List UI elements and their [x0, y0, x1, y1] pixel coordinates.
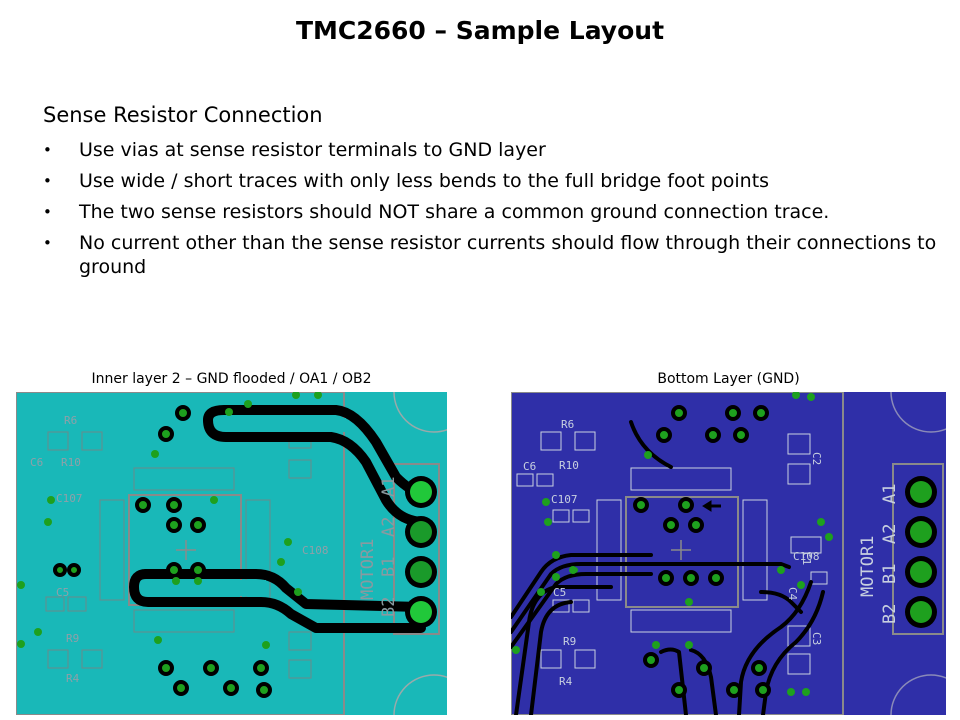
silk-pin-label: B1	[379, 557, 399, 577]
silk-ref: C107	[56, 492, 83, 505]
silk-ref: C108	[302, 544, 329, 557]
silk-pin-label: A2	[880, 524, 900, 544]
bullet-text: Use wide / short traces with only less b…	[79, 170, 770, 192]
bullet-text: Use vias at sense resistor terminals to …	[79, 139, 546, 161]
silk-ref: R10	[559, 459, 579, 472]
silk-ref: C107	[551, 493, 578, 506]
silk-ref: C1	[800, 552, 813, 565]
silk-motor-label: MOTOR1	[358, 539, 378, 600]
bullet-item: • No current other than the sense resisto…	[43, 231, 943, 279]
bottom-layer-pcb-image: R6 R10 C6 C107 C5 R9 R4 C2 C3 C108 C4 C1…	[511, 392, 946, 715]
silk-ref: R6	[64, 414, 77, 427]
silk-ref: R9	[563, 635, 576, 648]
silk-pin-label: A1	[880, 484, 900, 504]
silk-ref: R4	[66, 672, 80, 685]
bullet-item: • Use wide / short traces with only less …	[43, 169, 943, 193]
bullet-item: • The two sense resistors should NOT shar…	[43, 200, 943, 224]
silk-pin-label: A1	[379, 477, 399, 497]
bullet-icon: •	[43, 203, 52, 221]
bullet-text: The two sense resistors should NOT share…	[79, 201, 830, 223]
bullet-text: No current other than the sense resistor…	[79, 232, 937, 278]
inner-layer-pcb-image: R6 R10 C6 C107 C5 R9 R4 C108 MOTOR1 A1 A…	[16, 392, 447, 715]
bullet-list: • Use vias at sense resistor terminals to…	[43, 138, 943, 286]
silk-ref: C6	[523, 460, 536, 473]
silk-ref: R4	[559, 675, 573, 688]
silk-ref: C4	[786, 587, 799, 601]
silk-ref: C6	[30, 456, 43, 469]
bullet-item: • Use vias at sense resistor terminals to…	[43, 138, 943, 162]
silk-ref: C5	[56, 586, 69, 599]
section-heading: Sense Resistor Connection	[43, 103, 323, 127]
silk-ref: C5	[553, 586, 566, 599]
silk-ref: R10	[61, 456, 81, 469]
silk-ref: C3	[810, 632, 823, 645]
silk-pin-label: B2	[880, 604, 900, 624]
slide-title: TMC2660 – Sample Layout	[295, 16, 665, 45]
bullet-icon: •	[43, 141, 52, 159]
bullet-icon: •	[43, 172, 52, 190]
right-image-caption: Bottom Layer (GND)	[657, 371, 800, 387]
silk-ref: R9	[66, 632, 79, 645]
silk-pin-label: B2	[379, 597, 399, 617]
silk-pin-label: A2	[379, 517, 399, 537]
silk-motor-label: MOTOR1	[858, 536, 878, 597]
silk-ref: C108	[793, 550, 820, 563]
silk-ref: R6	[561, 418, 574, 431]
left-image-caption: Inner layer 2 – GND flooded / OA1 / OB2	[91, 371, 372, 387]
bullet-icon: •	[43, 234, 52, 252]
silk-ref: C2	[810, 452, 823, 465]
silk-pin-label: B1	[880, 564, 900, 584]
